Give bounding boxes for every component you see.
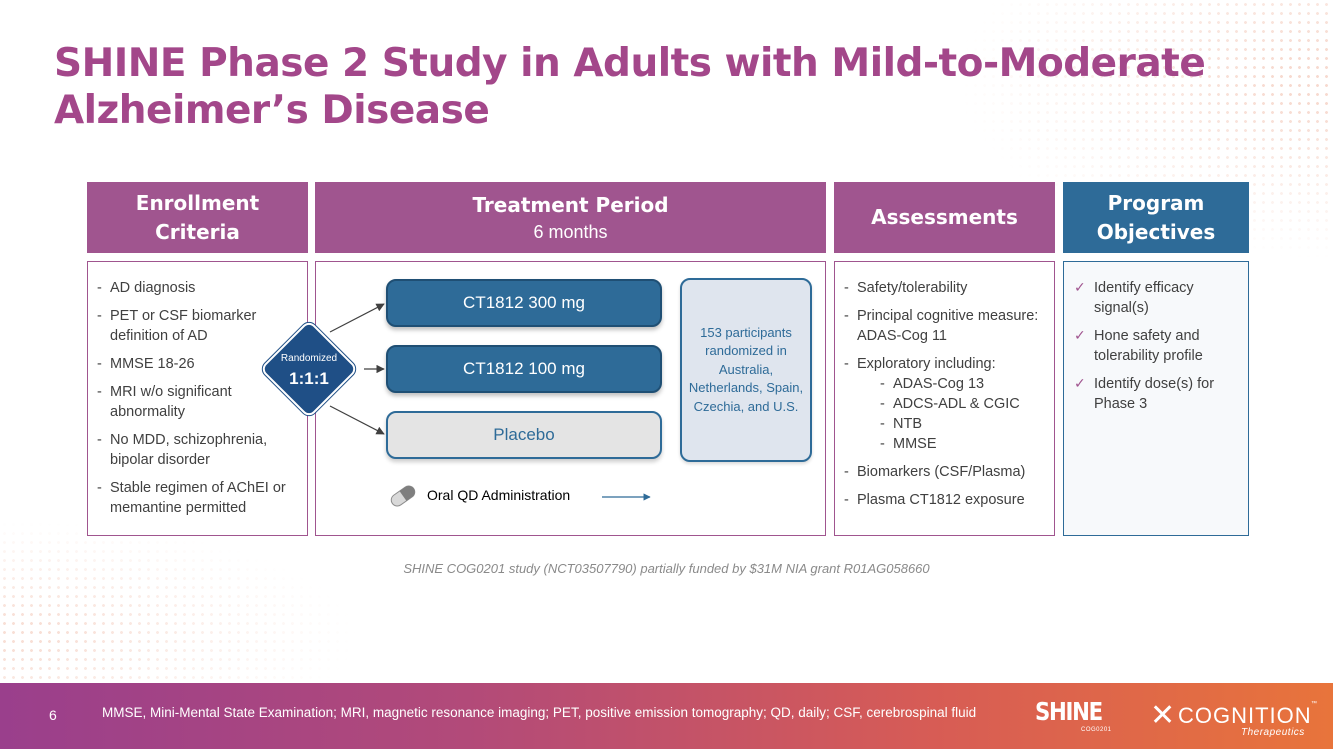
list-item: NTB <box>880 414 1050 434</box>
cognition-star-icon: ✕ <box>1150 698 1176 733</box>
list-item: Stable regimen of AChEI or memantine per… <box>97 478 303 518</box>
header-enrollment-criteria: Enrollment Criteria <box>87 182 308 253</box>
page-title: SHINE Phase 2 Study in Adults with Mild-… <box>54 41 1206 133</box>
checkmark-icon: ✓ <box>1074 280 1086 296</box>
assessments-list: Safety/tolerability Principal cognitive … <box>844 278 1050 518</box>
arm-ct1812-300mg: CT1812 300 mg <box>386 279 662 327</box>
list-item: ✓Identify dose(s) for Phase 3 <box>1074 376 1215 412</box>
enrollment-criteria-box: AD diagnosis PET or CSF biomarker defini… <box>87 261 308 536</box>
assessments-box: Safety/tolerability Principal cognitive … <box>834 261 1055 536</box>
pill-icon <box>390 485 416 507</box>
cognition-logo: ✕ COGNITION ™ Therapeutics <box>1150 698 1317 739</box>
decorative-dot-pattern <box>0 520 360 685</box>
arrow-to-placebo <box>329 405 385 435</box>
objectives-list: ✓Identify efficacy signal(s) ✓Hone safet… <box>1074 278 1244 422</box>
header-treatment-period: Treatment Period 6 months <box>315 182 826 253</box>
arm-ct1812-100mg: CT1812 100 mg <box>386 345 662 393</box>
program-objectives-box: ✓Identify efficacy signal(s) ✓Hone safet… <box>1063 261 1249 536</box>
list-item: MMSE <box>880 434 1050 454</box>
checkmark-icon: ✓ <box>1074 376 1086 392</box>
footer-bar: 6 MMSE, Mini-Mental State Examination; M… <box>0 683 1333 749</box>
list-item: AD diagnosis <box>97 278 303 298</box>
list-item: Safety/tolerability <box>844 278 1050 298</box>
list-item: Exploratory including: ADAS-Cog 13 ADCS-… <box>844 354 1050 454</box>
arm-placebo: Placebo <box>386 411 662 459</box>
list-item: ✓Identify efficacy signal(s) <box>1074 280 1194 316</box>
list-item: MMSE 18-26 <box>97 354 303 374</box>
randomization-arrows <box>329 303 651 501</box>
participants-callout: 153 participants randomized in Australia… <box>680 278 812 462</box>
list-item: ✓Hone safety and tolerability profile <box>1074 328 1203 364</box>
abbreviations-note: MMSE, Mini-Mental State Examination; MRI… <box>102 705 977 720</box>
list-item: ADAS-Cog 13 <box>880 374 1050 394</box>
list-item: PET or CSF biomarker definition of AD <box>97 306 303 346</box>
header-assessments: Assessments <box>834 182 1055 253</box>
list-item: Biomarkers (CSF/Plasma) <box>844 462 1050 482</box>
randomization-diamond: Randomized 1:1:1 <box>258 318 360 420</box>
list-item: No MDD, schizophrenia, bipolar disorder <box>97 430 303 470</box>
administration-label: Oral QD Administration <box>427 487 571 503</box>
list-item: Plasma CT1812 exposure <box>844 490 1050 510</box>
checkmark-icon: ✓ <box>1074 328 1086 344</box>
page-number: 6 <box>49 707 57 723</box>
study-footnote: SHINE COG0201 study (NCT03507790) partia… <box>403 561 930 576</box>
exploratory-sublist: ADAS-Cog 13 ADCS-ADL & CGIC NTB MMSE <box>880 374 1050 454</box>
treatment-period-box: Randomized 1:1:1 CT1812 300 mg CT1812 10… <box>258 261 826 536</box>
enrollment-list: AD diagnosis PET or CSF biomarker defini… <box>97 278 303 526</box>
list-item: ADCS-ADL & CGIC <box>880 394 1050 414</box>
list-item: Principal cognitive measure: ADAS-Cog 11 <box>844 306 1050 346</box>
shine-logo: SHINE COG0201 <box>1035 697 1112 733</box>
list-item: MRI w/o significant abnormality <box>97 382 303 422</box>
header-program-objectives: Program Objectives <box>1063 182 1249 253</box>
arrow-to-300mg <box>329 303 385 333</box>
